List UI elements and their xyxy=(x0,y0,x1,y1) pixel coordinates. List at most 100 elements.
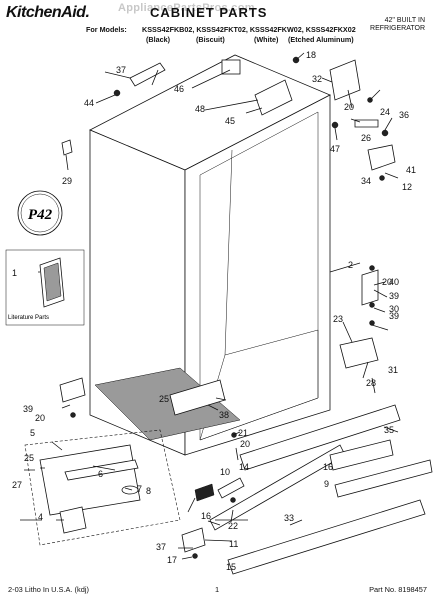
lower-hinge-plate xyxy=(339,337,379,369)
part-number-1: 1 xyxy=(12,268,17,278)
top-hinge-block xyxy=(221,59,241,75)
toe-bracket xyxy=(217,477,245,499)
base-rail-6 xyxy=(64,459,139,481)
screw xyxy=(331,121,339,129)
screw xyxy=(369,320,375,326)
part-number-26: 26 xyxy=(361,133,371,143)
part-number-37: 37 xyxy=(116,65,126,75)
part-number-6: 6 xyxy=(98,469,103,479)
screw xyxy=(113,89,121,97)
watermark: AppliancePartsPros.com xyxy=(118,2,255,14)
part-number-15: 15 xyxy=(226,562,236,572)
footer-part-number: Part No. 8198457 xyxy=(369,585,427,594)
part-number-31: 31 xyxy=(388,365,398,375)
foot-10 xyxy=(194,483,215,502)
screw xyxy=(230,497,236,503)
part-number-11: 11 xyxy=(229,539,238,549)
part-number-47: 47 xyxy=(330,144,340,154)
bumper-7 xyxy=(121,485,139,495)
cabinet-interior-edge xyxy=(224,149,233,356)
top-hinge xyxy=(329,59,361,101)
models-label: For Models: xyxy=(86,25,127,34)
part-number-33: 33 xyxy=(284,513,294,523)
part-number-28: 28 xyxy=(366,378,376,388)
part-number-41: 41 xyxy=(406,165,416,175)
part-number-39: 39 xyxy=(389,291,399,301)
leveling-leg-4 xyxy=(59,506,87,534)
top-bracket xyxy=(129,62,166,87)
part-number-2: 2 xyxy=(348,260,353,270)
hinge-pin-bracket xyxy=(361,269,379,306)
part-number-27: 27 xyxy=(12,480,22,490)
part-number-8: 8 xyxy=(146,486,151,496)
clip xyxy=(61,139,73,156)
part-number-34: 34 xyxy=(361,176,371,186)
roller-15 xyxy=(329,439,394,471)
base-frame xyxy=(39,444,141,516)
part-number-35: 35 xyxy=(384,425,394,435)
part-10-base xyxy=(181,527,206,553)
page-title: CABINET PARTS xyxy=(150,5,268,20)
part-number-7: 7 xyxy=(137,484,142,494)
part-number-40: 40 xyxy=(389,277,399,287)
part-number-32: 32 xyxy=(312,74,322,84)
part-number-30: 30 xyxy=(389,304,399,314)
leader-lines xyxy=(20,52,399,560)
part-number-20: 20 xyxy=(35,413,45,423)
part-number-20: 20 xyxy=(382,277,392,287)
part-number-23: 23 xyxy=(333,314,343,324)
literature-cover xyxy=(43,262,62,302)
screw xyxy=(381,129,389,137)
screw xyxy=(379,175,385,181)
variant-biscuit: (Biscuit) xyxy=(196,35,225,44)
literature-box xyxy=(5,249,85,326)
part-number-39: 39 xyxy=(389,311,399,321)
screw xyxy=(192,553,198,559)
product-type: 42" BUILT IN REFRIGERATOR xyxy=(345,17,425,33)
part-number-46: 46 xyxy=(174,84,184,94)
part-number-16: 16 xyxy=(323,462,333,472)
cabinet-front-frame xyxy=(184,94,331,456)
part-number-10: 10 xyxy=(220,467,230,477)
part-number-9: 9 xyxy=(324,479,329,489)
part-number-48: 48 xyxy=(195,104,205,114)
part-number-24: 24 xyxy=(380,107,390,117)
product-line-1: 42" BUILT IN xyxy=(384,17,425,24)
variant-white: (White) xyxy=(254,35,279,44)
part-number-20: 20 xyxy=(240,439,250,449)
variant-black: (Black) xyxy=(146,35,170,44)
model-numbers: KSSS42FKB02, KSSS42FKT02, KSSS42FKW02, K… xyxy=(142,25,356,34)
part-number-29: 29 xyxy=(62,176,72,186)
part-number-17: 17 xyxy=(167,555,177,565)
variant-etched-aluminum: (Etched Aluminum) xyxy=(288,35,354,44)
bracket-38 xyxy=(59,377,86,403)
part-number-45: 45 xyxy=(225,116,235,126)
part-number-14: 14 xyxy=(239,462,249,472)
brand-logo: KitchenAid. xyxy=(6,4,90,21)
part-number-36: 36 xyxy=(399,110,409,120)
part-number-44: 44 xyxy=(84,98,94,108)
part-number-5: 5 xyxy=(30,428,35,438)
part-number-21: 21 xyxy=(238,428,248,438)
part-number-18: 18 xyxy=(306,50,316,60)
toe-grille-8 xyxy=(334,459,433,498)
screw xyxy=(70,412,76,418)
screw xyxy=(369,265,375,271)
literature-label: Literature Parts xyxy=(8,315,49,321)
part-number-12: 12 xyxy=(402,182,412,192)
p42-logo-text: P42 xyxy=(28,207,53,223)
part-number-22: 22 xyxy=(228,521,238,531)
part-number-4: 4 xyxy=(38,512,43,522)
base-trim-34 xyxy=(239,404,401,471)
part-number-25: 25 xyxy=(24,453,34,463)
part-number-39: 39 xyxy=(23,404,33,414)
base-assembly-outline xyxy=(24,429,181,546)
product-line-2: REFRIGERATOR xyxy=(370,25,425,32)
footer-page-number: 1 xyxy=(215,585,220,594)
kickplate-32 xyxy=(227,499,426,575)
part-number-37: 37 xyxy=(156,542,166,552)
part-number-38: 38 xyxy=(219,410,229,420)
